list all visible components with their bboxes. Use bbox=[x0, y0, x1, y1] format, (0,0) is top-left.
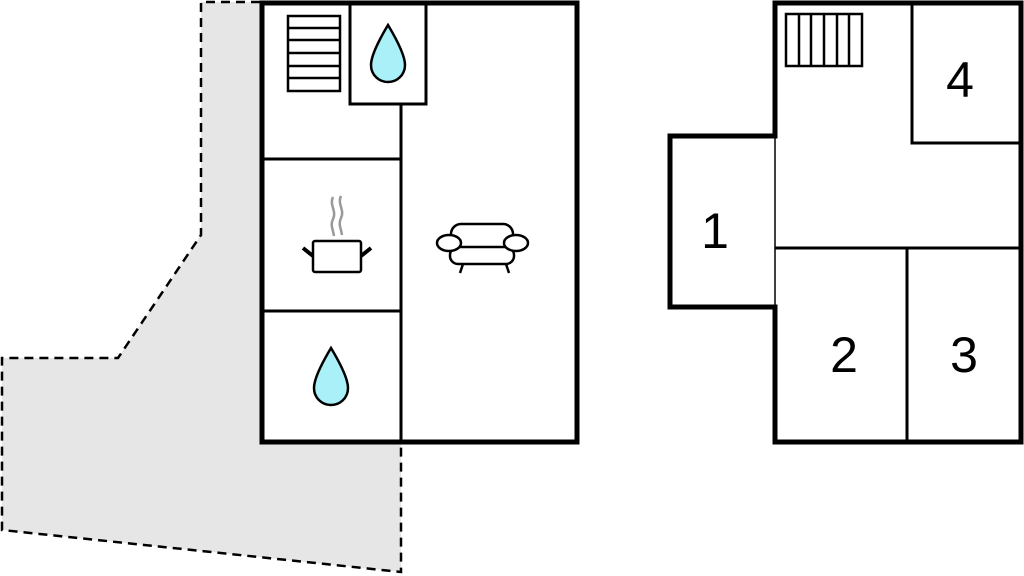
room-label-2: 2 bbox=[830, 327, 858, 383]
water-drop-icon bbox=[369, 22, 407, 84]
sofa-icon bbox=[435, 222, 530, 274]
room-label-4: 4 bbox=[946, 52, 974, 108]
terrace-area bbox=[2, 2, 401, 572]
room-label-3: 3 bbox=[950, 327, 978, 383]
cooking-pot-icon bbox=[301, 195, 373, 274]
stairs-icon bbox=[286, 14, 342, 93]
room-label-1: 1 bbox=[701, 203, 729, 259]
stairs-icon bbox=[784, 12, 864, 68]
water-drop-icon bbox=[312, 345, 350, 407]
ground-floor bbox=[259, 0, 580, 445]
terrace-outline bbox=[0, 0, 403, 574]
upper-floor: 1 2 3 4 bbox=[667, 0, 1024, 445]
